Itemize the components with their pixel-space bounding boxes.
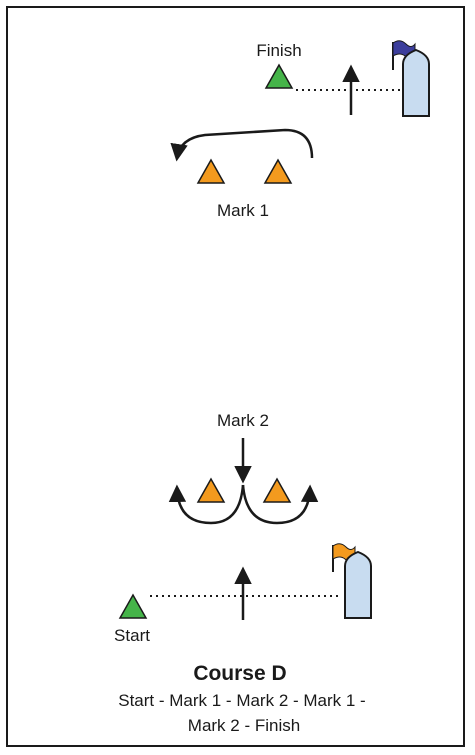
start-label: Start bbox=[114, 626, 150, 645]
mark2-right-icon bbox=[262, 477, 292, 503]
course-route-line-2: Mark 2 - Finish bbox=[188, 716, 300, 735]
course-title: Course D bbox=[193, 662, 286, 685]
mark1-label: Mark 1 bbox=[217, 201, 269, 220]
mark1-right-icon bbox=[263, 158, 293, 184]
mark2-label: Mark 2 bbox=[217, 411, 269, 430]
mark2-left-rounding-arrow bbox=[168, 484, 245, 525]
finish-committee-boat-icon bbox=[392, 40, 430, 117]
mark2-right-rounding-arrow bbox=[241, 484, 319, 525]
course-diagram-frame bbox=[6, 6, 465, 747]
start-committee-boat-icon bbox=[332, 543, 372, 619]
finish-label: Finish bbox=[256, 41, 301, 60]
finish-mark-icon bbox=[264, 63, 294, 89]
mark1-rounding-arrow bbox=[170, 128, 314, 162]
course-route-line-1: Start - Mark 1 - Mark 2 - Mark 1 - bbox=[118, 691, 365, 710]
start-mark-icon bbox=[118, 593, 148, 619]
mark2-left-icon bbox=[196, 477, 226, 503]
mark1-left-icon bbox=[196, 158, 226, 184]
